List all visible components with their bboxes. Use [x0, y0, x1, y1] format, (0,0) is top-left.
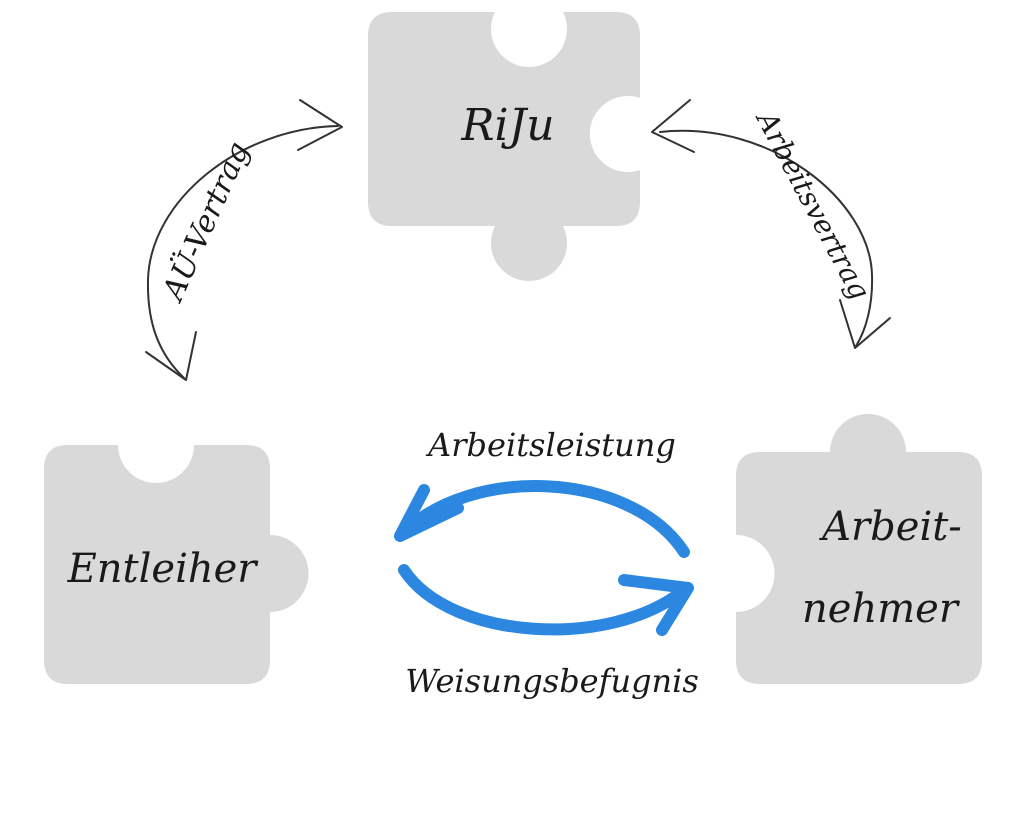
flow-arrow-lower: Weisungsbefugnis [398, 564, 699, 700]
edge-label-right-contract: Arbeitsvertrag [749, 103, 877, 305]
puzzle-piece-right: Arbeit- nehmer [736, 414, 982, 684]
contract-arrow-right-head-bottom [839, 299, 891, 349]
edge-label-left-contract: AÜ-Vertrag [154, 136, 257, 308]
puzzle-piece-top: RiJu [368, 12, 640, 281]
contract-arrow-right-head-top [651, 99, 695, 153]
node-label-right-line2: nehmer [802, 586, 961, 632]
contract-arrow-right: Arbeitsvertrag [651, 99, 891, 349]
flow-arrow-lower-curve [398, 564, 690, 636]
flow-arrow-upper: Arbeitsleistung [394, 426, 690, 558]
flow-arrow-lower-head [618, 574, 694, 636]
node-label-left: Entleiher [67, 546, 260, 592]
flow-arrow-upper-curve [396, 480, 690, 558]
puzzle-piece-left: Entleiher [44, 445, 309, 684]
contract-arrow-left-curve [146, 125, 339, 379]
node-label-top: RiJu [460, 100, 554, 151]
contract-arrow-left-head-top [297, 99, 343, 151]
edge-label-upper-flow: Arbeitsleistung [425, 426, 676, 464]
edge-label-lower-flow: Weisungsbefugnis [405, 662, 699, 700]
contract-arrow-right-curve [659, 129, 874, 347]
node-label-right-line1: Arbeit- [818, 504, 962, 550]
contract-arrow-left: AÜ-Vertrag [145, 99, 343, 381]
flow-arrow-upper-head [394, 484, 464, 542]
contract-arrow-left-head-bottom [145, 331, 197, 381]
